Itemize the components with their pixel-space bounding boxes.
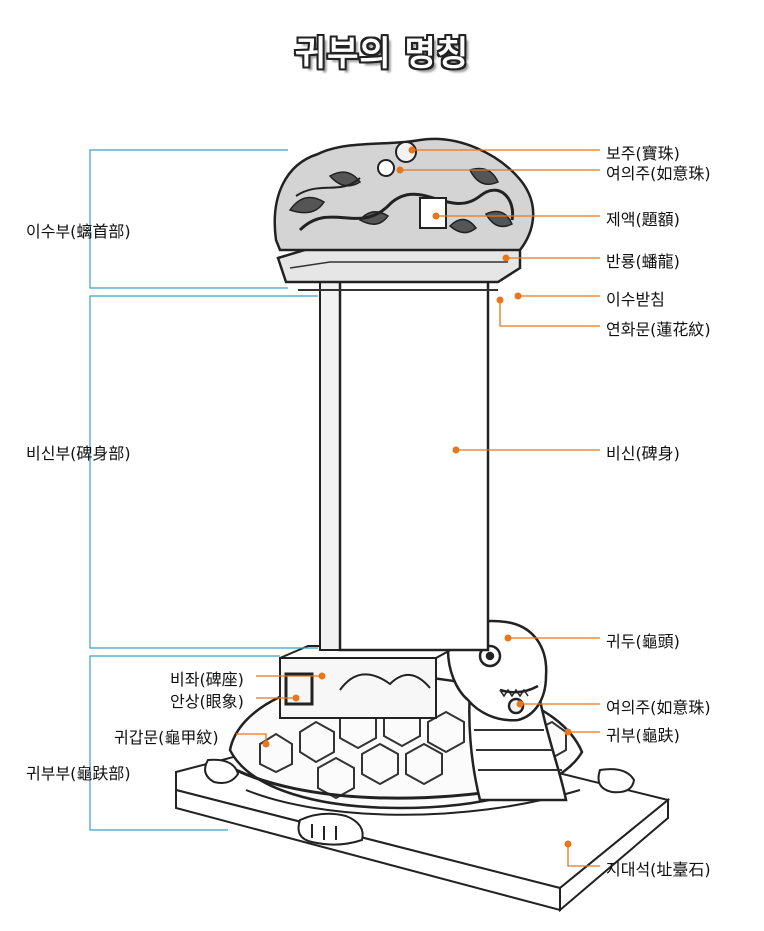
label-yeonhwamun: 연화문(蓮花紋) — [606, 320, 711, 339]
section-brackets — [89, 149, 318, 831]
leader-dots — [262, 146, 572, 848]
label-gwigapmun: 귀갑문(龜甲紋) — [114, 728, 219, 747]
section-label-gwibubu: 귀부부(龜趺部) — [26, 764, 131, 783]
label-gwidu: 귀두(龜頭) — [606, 632, 680, 651]
section-label-bisinbu: 비신부(碑身部) — [26, 444, 131, 463]
label-banryong: 반룡(蟠龍) — [606, 252, 680, 271]
label-bija: 비좌(碑座) — [170, 670, 244, 689]
bija-pedestal — [279, 645, 459, 719]
turtle-feet — [204, 758, 636, 846]
label-bisin: 비신(碑身) — [606, 444, 680, 463]
label-gwibu: 귀부(龜趺) — [606, 726, 680, 745]
page-title: 귀부의 명칭 — [294, 34, 470, 74]
section-label-isubu: 이수부(螭首部) — [26, 222, 131, 241]
label-boju: 보주(寶珠) — [606, 144, 680, 163]
label-yeouiju-mouth: 여의주(如意珠) — [606, 698, 711, 717]
label-jidaeseok: 지대석(址臺石) — [606, 860, 711, 879]
label-ansang: 안상(眼象) — [170, 692, 244, 711]
label-jeaek: 제액(題額) — [606, 210, 680, 229]
label-yeouiju-top: 여의주(如意珠) — [606, 164, 711, 183]
label-isubatchim: 이수받침 — [606, 290, 665, 309]
stele-body — [319, 270, 490, 652]
isu-capstone — [273, 137, 535, 291]
